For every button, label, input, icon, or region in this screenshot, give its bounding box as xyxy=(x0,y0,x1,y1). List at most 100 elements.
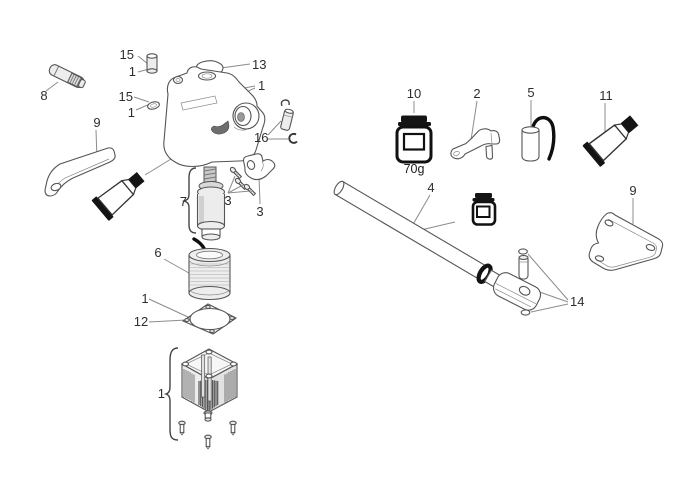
jar-lid xyxy=(475,193,492,198)
corner-boss xyxy=(205,349,213,355)
cooling-fins-left xyxy=(183,369,195,403)
callout-9-right: 9 xyxy=(629,183,636,198)
part-6-coil xyxy=(188,237,231,301)
bracket-hole xyxy=(604,219,614,227)
capacitor-wire xyxy=(531,115,556,161)
corner-boss xyxy=(205,373,213,379)
jar-brim xyxy=(398,122,431,126)
tube-crimp xyxy=(91,196,114,221)
part-3-screws xyxy=(229,166,257,197)
part-3-clamp xyxy=(242,153,276,181)
leader-line xyxy=(530,303,569,313)
tube-shoulder xyxy=(120,178,137,196)
leader-line xyxy=(227,185,242,194)
leader-line xyxy=(258,175,261,205)
clevis-head xyxy=(492,272,542,311)
bracket-plate xyxy=(588,212,664,271)
grease-weight-label: 70g xyxy=(404,162,425,176)
part-15-pin xyxy=(146,53,158,74)
part-12-gasket xyxy=(182,303,237,335)
lever-body xyxy=(450,128,501,160)
clevis-hole xyxy=(518,285,531,296)
leader-line xyxy=(137,55,149,65)
cooling-fins-right xyxy=(224,369,236,403)
leader-line xyxy=(227,190,251,194)
callout-5: 5 xyxy=(527,85,534,100)
guide-rod xyxy=(207,356,212,402)
leader-line xyxy=(45,81,59,92)
part-1-housing xyxy=(163,66,266,168)
tube-nozzle xyxy=(620,115,639,134)
housing-panel-detail xyxy=(180,95,218,111)
housing-top-boss xyxy=(197,71,217,81)
brace-1 xyxy=(163,347,179,441)
corner-boss xyxy=(229,361,238,367)
gasket-hole xyxy=(229,316,235,320)
callout-10: 10 xyxy=(407,86,421,101)
callout-14: 14 xyxy=(570,294,584,309)
callout-3-clamp: 3 xyxy=(256,204,263,219)
washer-outer xyxy=(147,101,160,110)
callout-1-housing: 1 xyxy=(258,78,265,93)
housing-latch xyxy=(211,120,230,135)
gasket-opening xyxy=(189,307,231,331)
housing-left-boss xyxy=(172,75,184,85)
callout-15-washer: 15 xyxy=(119,89,133,104)
callout-3-screws: 3 xyxy=(224,193,231,208)
tube-crimp xyxy=(582,141,605,167)
clamp-hole xyxy=(246,160,256,170)
jar-label-window xyxy=(402,132,426,151)
part-4-grease-jar-small xyxy=(471,193,497,226)
callout-13: 13 xyxy=(252,57,266,72)
part-14-pin-orings xyxy=(518,248,531,316)
part-7-pump-element xyxy=(181,166,226,241)
leader-line xyxy=(227,175,236,194)
part-15-washer xyxy=(147,101,160,110)
lever-foot xyxy=(485,144,494,160)
callout-16: 16 xyxy=(254,130,268,145)
part-9-bracket-right xyxy=(588,212,664,271)
leader-line xyxy=(133,96,150,103)
mounting-screws xyxy=(178,420,237,450)
leader-line xyxy=(527,253,569,301)
adhesive-tube xyxy=(91,172,145,221)
part-5-capacitor xyxy=(521,115,556,162)
leader-line xyxy=(148,298,189,318)
c-clip xyxy=(288,132,298,144)
o-ring-bottom xyxy=(520,309,531,316)
callout-1-gasket: 1 xyxy=(141,291,148,306)
part-11-adhesive-tube xyxy=(582,115,639,167)
tube-nozzle xyxy=(128,172,145,189)
part-9-bracket-left xyxy=(44,147,116,197)
gasket-hole xyxy=(209,329,215,333)
part-10-grease-jar xyxy=(395,115,433,164)
gasket-hole xyxy=(184,318,190,322)
screw xyxy=(243,183,257,197)
part-1-motor-housing xyxy=(163,347,239,450)
callout-1-pin: 1 xyxy=(129,64,136,79)
jar-brim xyxy=(472,198,495,202)
callout-2: 2 xyxy=(473,86,480,101)
bracket-plate xyxy=(44,147,116,197)
shaft-tube xyxy=(334,180,486,279)
bracket-hole xyxy=(50,182,62,192)
leader-lines xyxy=(45,55,634,323)
callout-1-washer: 1 xyxy=(128,105,135,120)
part-8-pin xyxy=(48,64,86,89)
callout-7: 7 xyxy=(180,194,187,209)
callout-11: 11 xyxy=(599,88,613,103)
jar-label-window xyxy=(476,205,491,218)
o-ring-top xyxy=(518,248,528,255)
callout-labels: 15 1 13 8 15 1 1 9 16 7 3 3 6 1 12 1 10 … xyxy=(40,47,636,401)
bracket-hole xyxy=(594,255,605,262)
shaft-end-cap xyxy=(333,180,345,196)
guide-rod xyxy=(201,354,206,398)
gasket-hole xyxy=(205,305,211,309)
leader-line xyxy=(148,319,187,323)
callout-6: 6 xyxy=(154,245,161,260)
callout-12: 12 xyxy=(134,314,148,329)
callout-9-left: 9 xyxy=(93,115,100,130)
bracket-hole xyxy=(645,244,656,251)
leader-line xyxy=(470,100,478,141)
